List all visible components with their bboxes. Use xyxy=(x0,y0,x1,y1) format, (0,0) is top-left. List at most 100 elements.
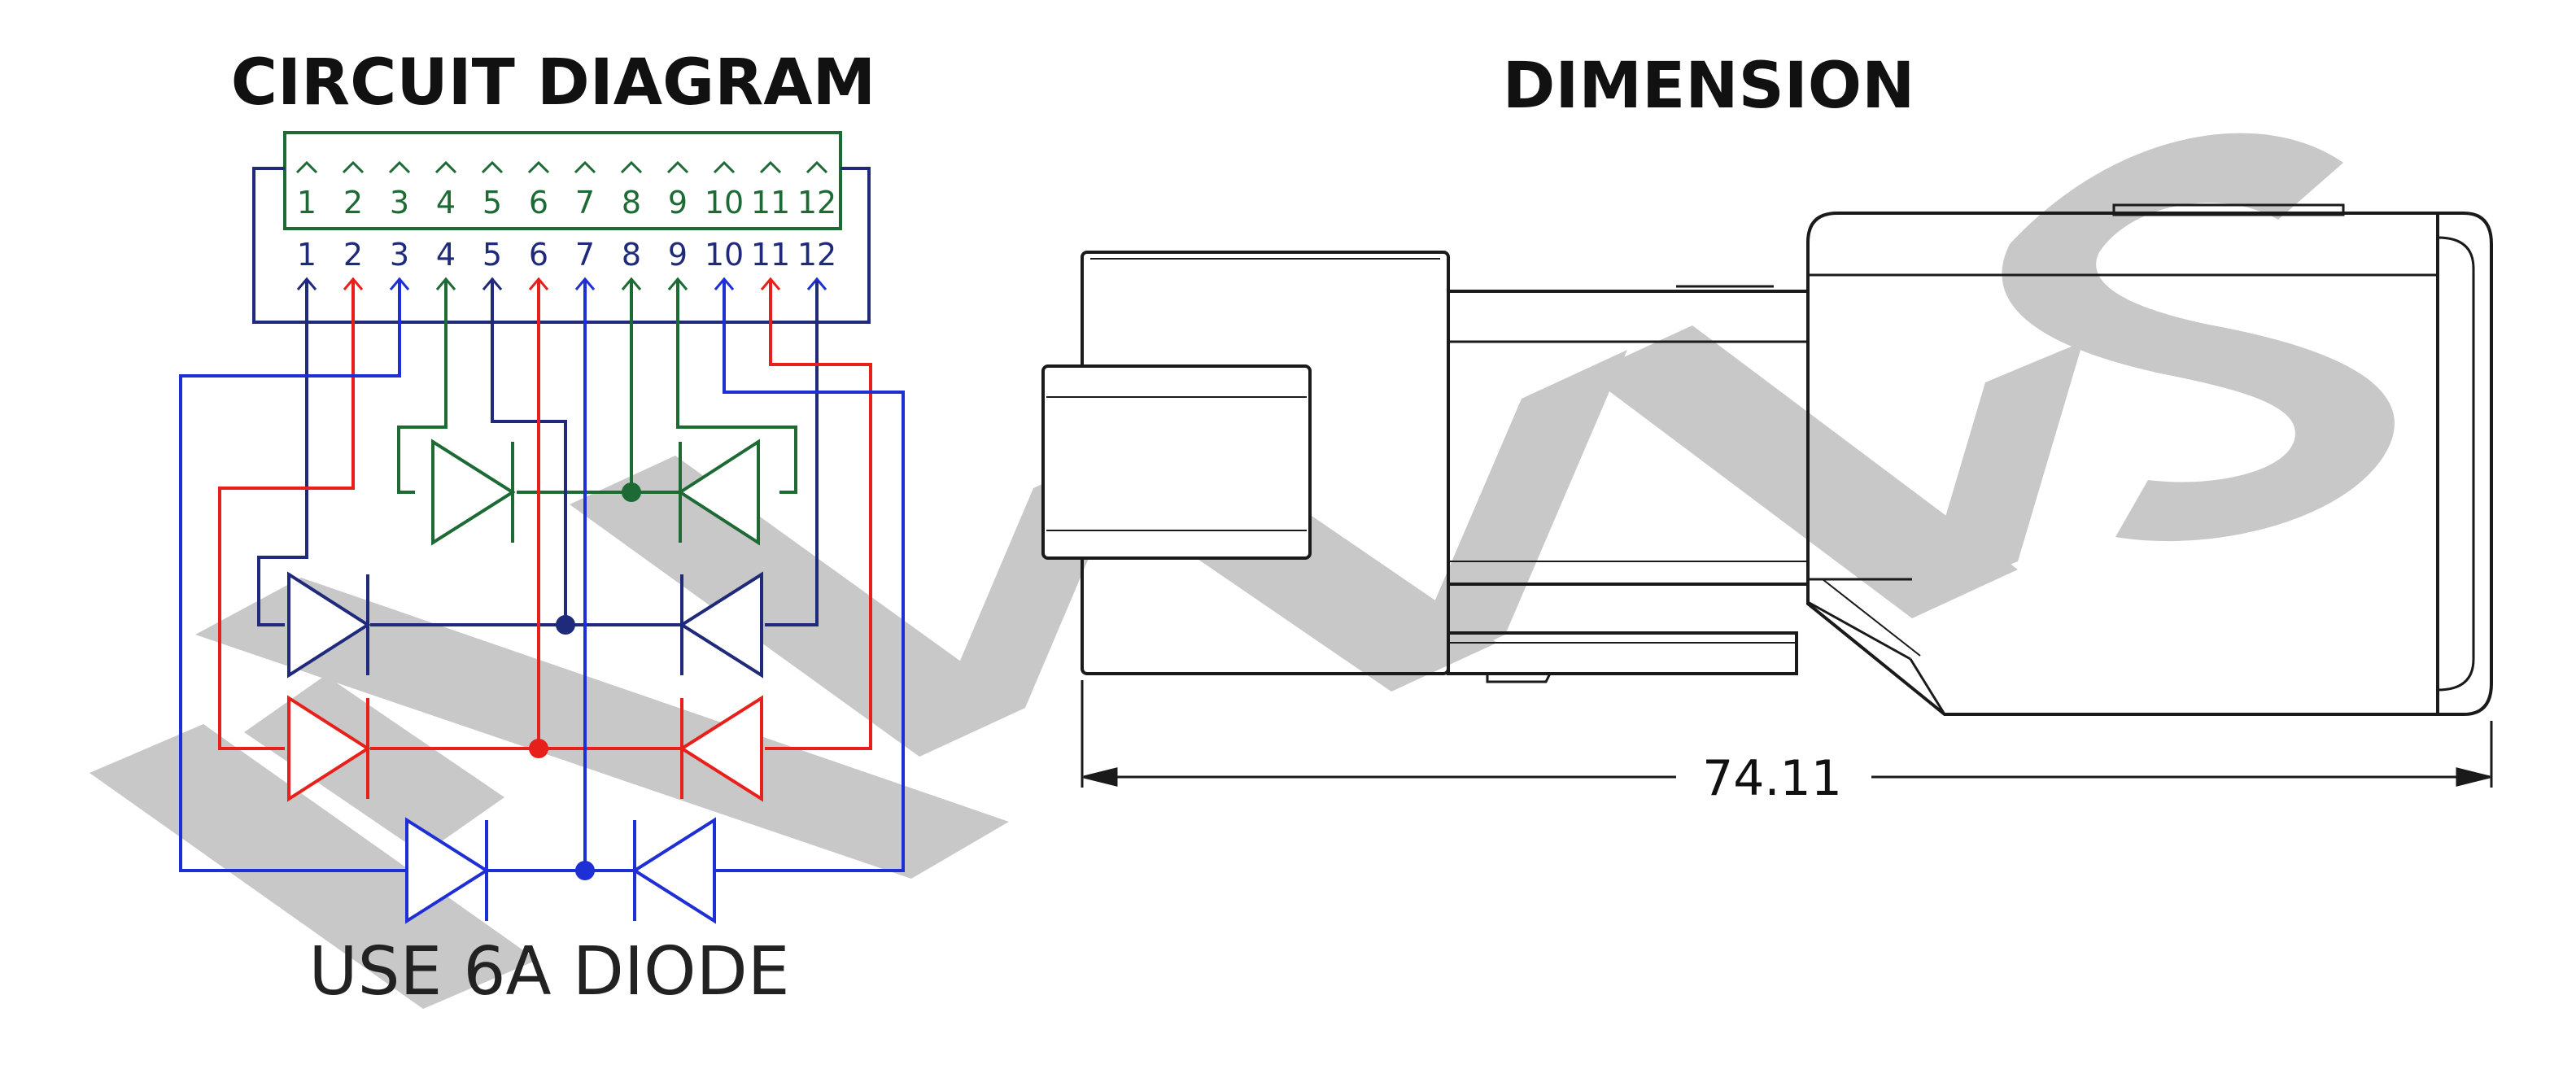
diode-symbol-icon xyxy=(631,817,716,924)
chevron-up-icon xyxy=(666,160,689,174)
junction-dot-icon xyxy=(622,482,641,502)
pin-label-top: 6 xyxy=(529,185,548,220)
end-cap xyxy=(2436,212,2493,716)
junctions xyxy=(529,482,641,880)
wire-pin-1 xyxy=(257,281,308,626)
diode-symbol-icon xyxy=(679,695,763,802)
wire-pin-11 xyxy=(765,281,872,750)
pin-label-bottom: 8 xyxy=(622,237,641,273)
chevron-up-icon xyxy=(574,277,596,290)
pin-label-top: 5 xyxy=(482,185,502,220)
dimension-title: DIMENSION xyxy=(1503,50,1915,123)
connector-insert xyxy=(283,131,842,230)
wire-pin-10 xyxy=(714,281,905,872)
pin-label-bottom: 12 xyxy=(797,237,836,273)
chevron-up-icon xyxy=(760,277,781,290)
watermark-stroke xyxy=(1920,342,2083,602)
dimension-line xyxy=(1081,680,2493,788)
diode-symbol-icon xyxy=(287,571,371,679)
diode-symbol-icon xyxy=(287,695,371,802)
receptacle-body xyxy=(1806,212,2439,716)
lower-rail xyxy=(1447,631,1798,675)
watermark-stroke xyxy=(90,724,537,1009)
pin-label-bottom: 2 xyxy=(343,237,363,273)
chevron-up-icon xyxy=(806,277,827,290)
pin-label-bottom: 9 xyxy=(668,237,688,273)
pin-label-bottom: 5 xyxy=(482,237,502,273)
chamfer-edge xyxy=(1807,600,1911,661)
pin-label-bottom: 6 xyxy=(529,237,548,273)
diode-note: USE 6A DIODE xyxy=(308,933,789,1010)
pin-label-top: 8 xyxy=(622,185,641,220)
chevron-up-icon xyxy=(620,160,643,174)
pin-label-top: 7 xyxy=(575,185,595,220)
diode-symbol-icon xyxy=(431,439,516,546)
chevron-up-icon xyxy=(296,277,317,290)
latch-tab xyxy=(1041,364,1312,560)
pin-label-bottom: 10 xyxy=(705,237,744,273)
watermark-stroke xyxy=(570,456,1025,757)
diode-symbol-icon xyxy=(405,817,490,924)
junction-dot-icon xyxy=(529,739,548,758)
pin-label-top: 2 xyxy=(343,185,363,220)
chevron-up-icon xyxy=(343,277,364,290)
watermark-stroke xyxy=(195,578,1009,879)
watermark-stroke xyxy=(1399,350,1627,683)
junction-dot-icon xyxy=(556,615,575,635)
pin-label-top: 1 xyxy=(297,185,317,220)
chamfer-edge xyxy=(1909,658,1946,715)
chevron-up-icon xyxy=(435,277,456,290)
watermark-stroke xyxy=(1587,325,2018,618)
pin-label-top: 10 xyxy=(705,185,744,220)
wire-pin-4 xyxy=(397,281,448,494)
pin-label-top: 4 xyxy=(436,185,456,220)
wiring xyxy=(179,277,905,872)
dimension-arrow-icon xyxy=(2456,767,2491,787)
rail-clip xyxy=(1486,673,1552,683)
chevron-up-icon xyxy=(389,277,410,290)
circuit-title: CIRCUIT DIAGRAM xyxy=(231,46,876,120)
diodes xyxy=(287,439,763,924)
chevron-up-icon xyxy=(621,277,642,290)
chevron-up-icon xyxy=(667,277,688,290)
pin-label-bottom: 1 xyxy=(297,237,317,273)
chevron-up-icon xyxy=(295,160,318,174)
pin-label-top: 12 xyxy=(797,185,836,220)
diode-symbol-icon xyxy=(679,571,763,679)
chevron-up-icon xyxy=(388,160,411,174)
pin-label-top: 3 xyxy=(390,185,409,220)
chevron-up-icon xyxy=(434,160,457,174)
end-cap-inner xyxy=(2437,236,2475,692)
wire-pin-3 xyxy=(179,281,407,872)
watermark-stroke xyxy=(2002,133,2395,542)
diode-symbol-icon xyxy=(677,439,760,546)
connector-side-view xyxy=(1041,203,2493,716)
chevron-up-icon xyxy=(342,160,365,174)
wire-pin-12 xyxy=(765,281,819,626)
overall-length-label: 74.11 xyxy=(1702,750,1842,807)
top-ridge xyxy=(2112,203,2345,216)
chevron-up-icon xyxy=(806,160,828,174)
pin-label-bottom: 3 xyxy=(390,237,409,273)
chamfer-edge xyxy=(1822,578,1921,657)
dimension-arrow-icon xyxy=(1083,767,1118,787)
chevron-up-icon xyxy=(481,160,504,174)
pin-label-top: 9 xyxy=(668,185,688,220)
chevron-up-icon xyxy=(713,160,736,174)
wire-pin-5 xyxy=(491,281,567,625)
chevron-up-icon xyxy=(714,277,735,290)
pin-label-bottom: 7 xyxy=(575,237,595,273)
pin-label-bottom: 11 xyxy=(751,237,790,273)
chevron-up-icon xyxy=(527,160,550,174)
chevron-up-icon xyxy=(528,277,549,290)
pin-label-top: 11 xyxy=(751,185,790,220)
pin-label-bottom: 4 xyxy=(436,237,456,273)
connector-shell xyxy=(252,167,871,324)
junction-dot-icon xyxy=(575,861,595,880)
wire-pin-9 xyxy=(676,281,797,494)
chevron-up-icon xyxy=(759,160,782,174)
wire-pin-2 xyxy=(218,281,355,750)
